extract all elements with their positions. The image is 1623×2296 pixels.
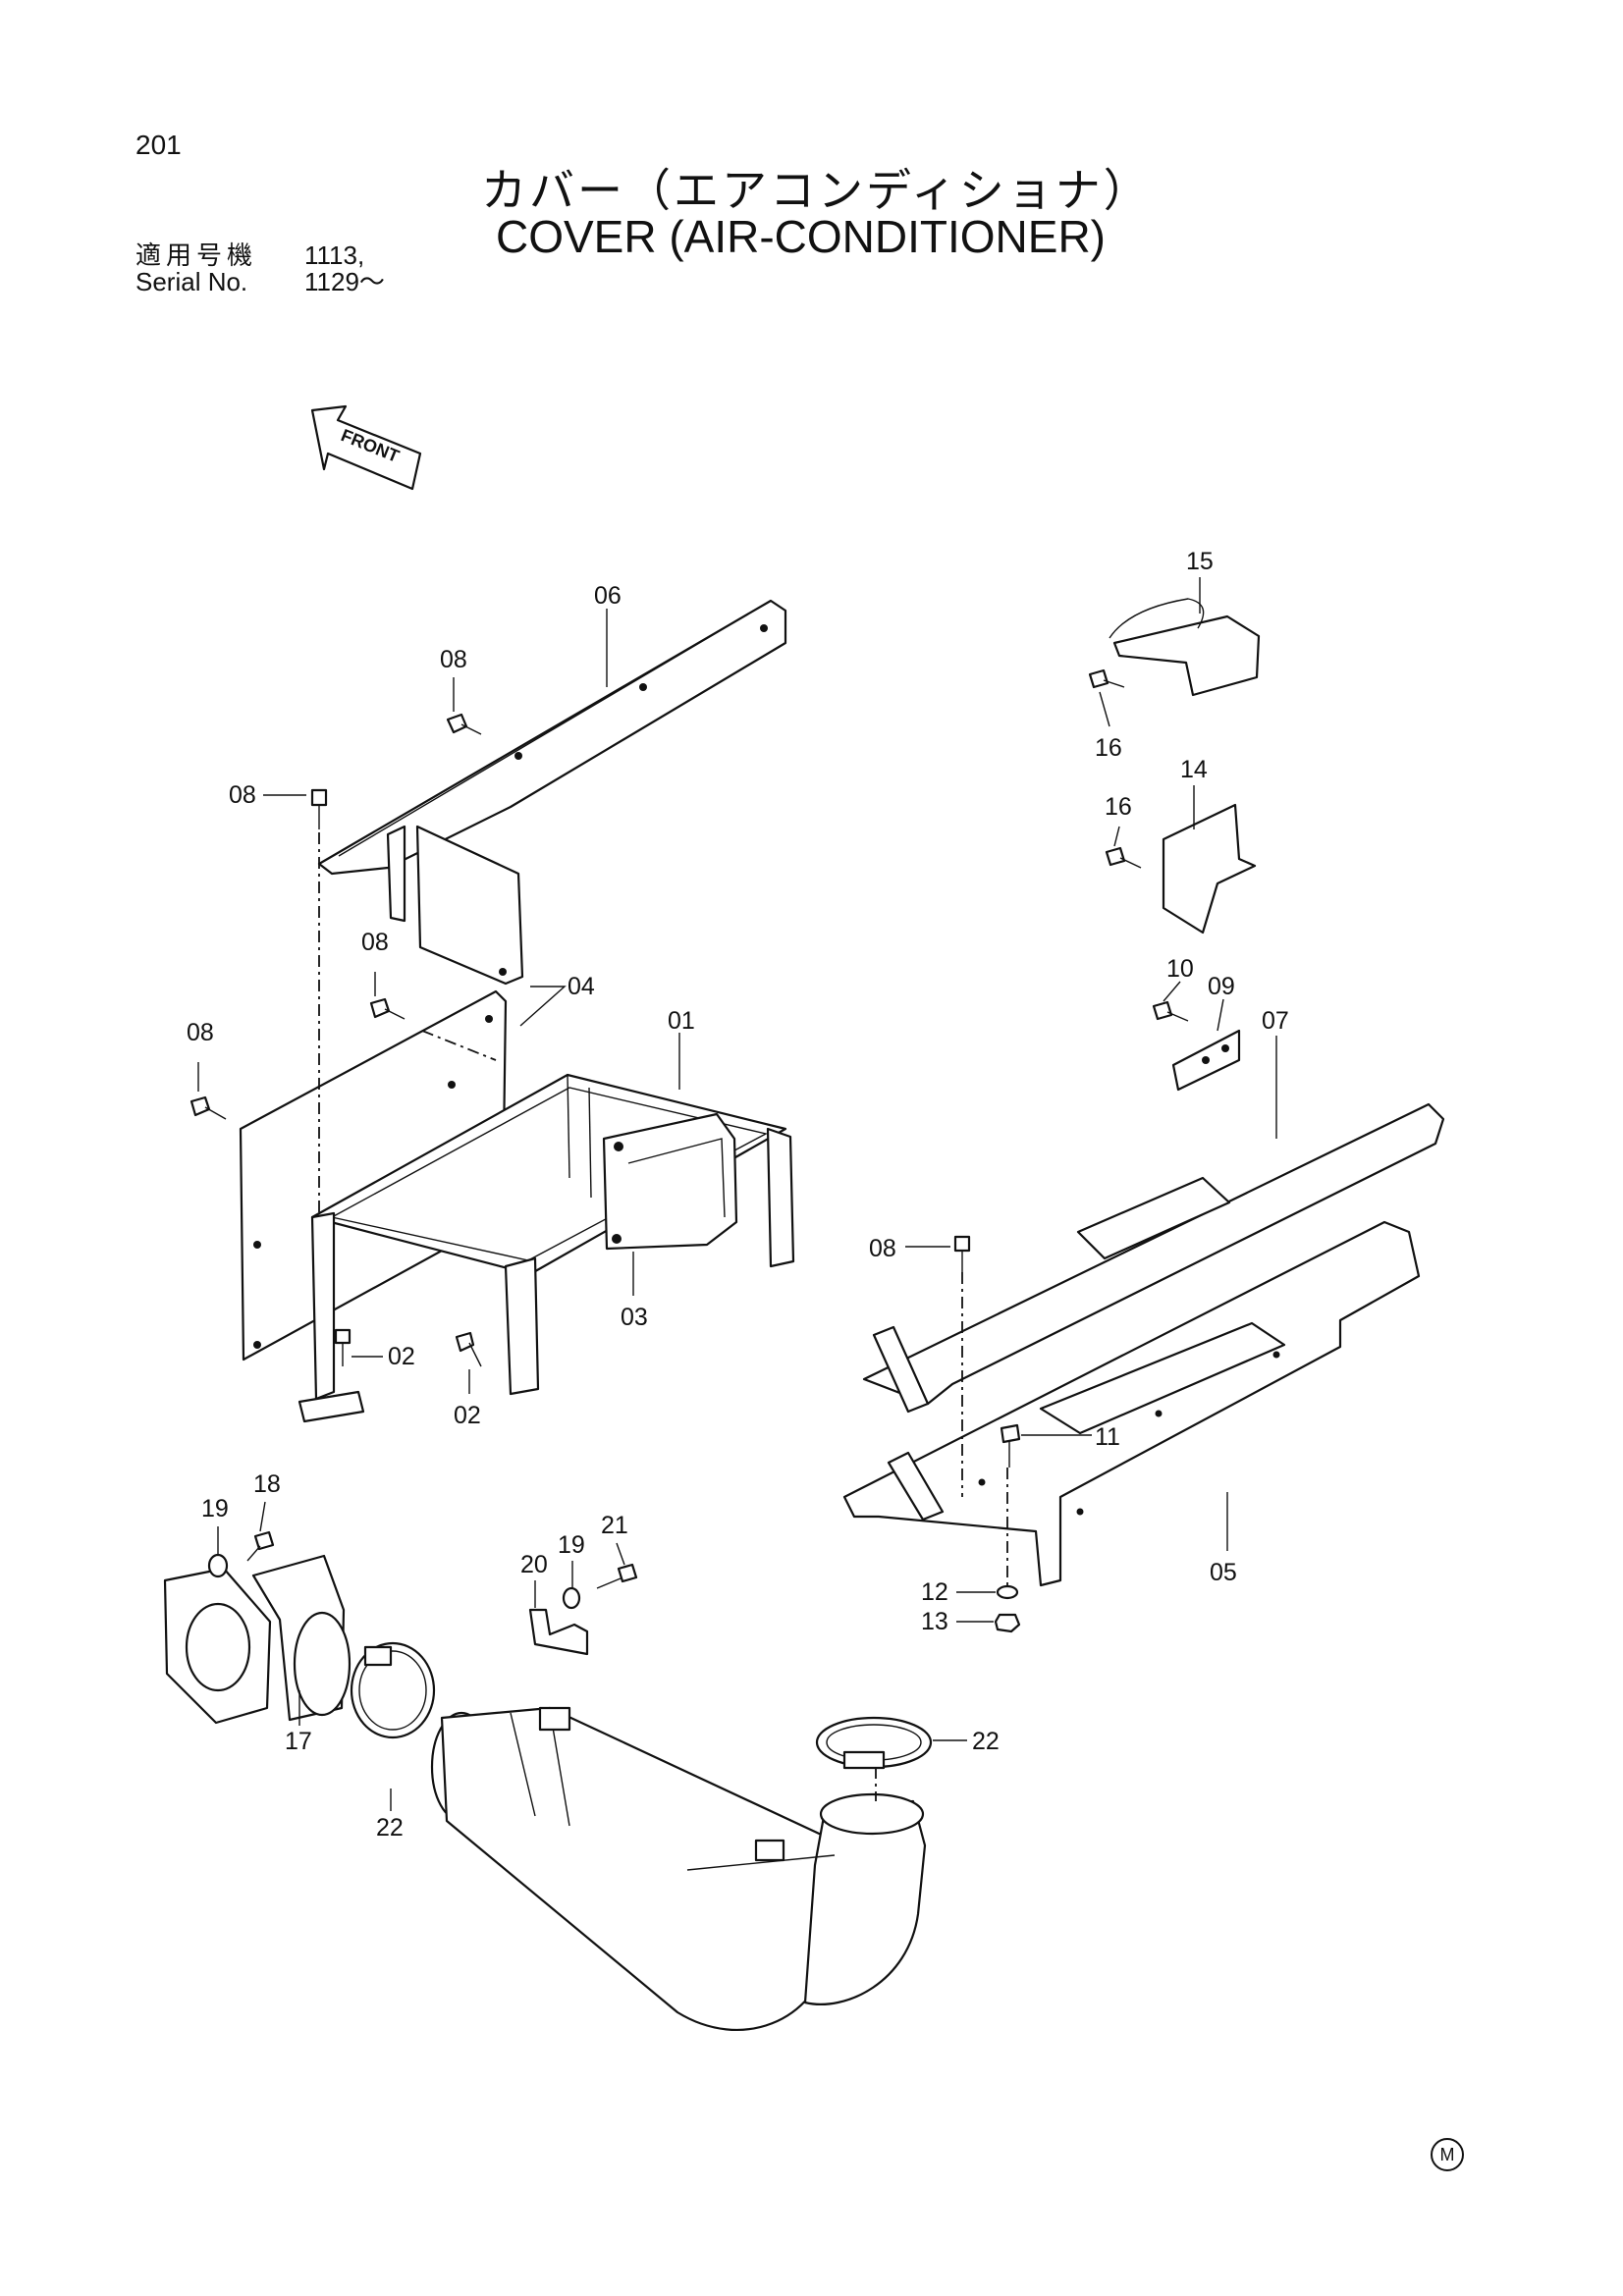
- serial-value-second: 1129～: [304, 267, 385, 296]
- front-direction-arrow: FRONT: [310, 404, 422, 491]
- part-callouts: 06 08 08 08 08 04 01 02 02 03 15 16 14 1…: [187, 548, 1289, 1842]
- serial-label-japanese: 適用号機: [135, 240, 258, 270]
- serial-value-first: 1113,: [304, 240, 365, 270]
- part-15-lock-bracket: [1109, 598, 1261, 697]
- manufacturer-mark: M: [1431, 2138, 1464, 2171]
- callout-17: 17: [285, 1728, 312, 1755]
- part-07-lower-cover: [862, 1102, 1445, 1414]
- callout-03: 03: [621, 1304, 648, 1331]
- callout-05: 05: [1210, 1559, 1237, 1586]
- callout-08-mid: 08: [361, 929, 389, 956]
- serial-label-english: Serial No.: [135, 267, 248, 296]
- part-03-duct: [602, 1112, 738, 1251]
- air-hose-elbow: [430, 1706, 927, 2032]
- part-14-plate-bracket: [1162, 803, 1257, 934]
- callout-12: 12: [921, 1578, 948, 1606]
- callout-02-left: 02: [388, 1343, 415, 1370]
- part-06-upper-cover: [317, 599, 787, 986]
- callout-09: 09: [1208, 973, 1235, 1000]
- callout-19-left: 19: [201, 1495, 229, 1522]
- callout-08-left-lower: 08: [187, 1019, 214, 1046]
- part-22-hose-clamp-left: [350, 1641, 436, 1739]
- part-09-small-bracket: [1171, 1029, 1241, 1092]
- part-05-base-bracket: [842, 1220, 1421, 1587]
- callout-21: 21: [601, 1512, 628, 1539]
- callout-01: 01: [668, 1007, 695, 1035]
- callout-02-right: 02: [454, 1402, 481, 1429]
- page-number: 201: [135, 130, 182, 160]
- callout-10: 10: [1166, 955, 1194, 983]
- callout-16-top: 16: [1095, 734, 1122, 762]
- callout-04: 04: [568, 973, 595, 1000]
- part-17-flange-duct: [163, 1554, 352, 1725]
- callout-08-top: 08: [440, 646, 467, 673]
- callout-15: 15: [1186, 548, 1214, 575]
- callout-11: 11: [1095, 1423, 1120, 1451]
- title-english: COVER (AIR-CONDITIONER): [496, 211, 1106, 262]
- callout-08-left-upper: 08: [229, 781, 256, 809]
- callout-08-right: 08: [869, 1235, 896, 1262]
- callout-06: 06: [594, 582, 622, 610]
- callout-19-mid: 19: [558, 1531, 585, 1559]
- callout-13: 13: [921, 1608, 948, 1635]
- callout-22-left: 22: [376, 1814, 404, 1842]
- title-japanese: カバー（エアコンディショナ）: [481, 165, 1152, 216]
- callout-leaders: [197, 577, 1277, 1811]
- callout-16-mid: 16: [1105, 793, 1132, 821]
- callout-22-right: 22: [972, 1728, 1000, 1755]
- callout-14: 14: [1180, 756, 1208, 783]
- part-22-hose-clamp-right: [815, 1716, 933, 1770]
- callout-18: 18: [253, 1470, 281, 1498]
- part-20-clip: [528, 1608, 589, 1656]
- assembly-guide-lines: [318, 832, 1008, 1801]
- callout-07: 07: [1262, 1007, 1289, 1035]
- bolt-set: [189, 668, 1189, 1633]
- callout-20: 20: [520, 1551, 548, 1578]
